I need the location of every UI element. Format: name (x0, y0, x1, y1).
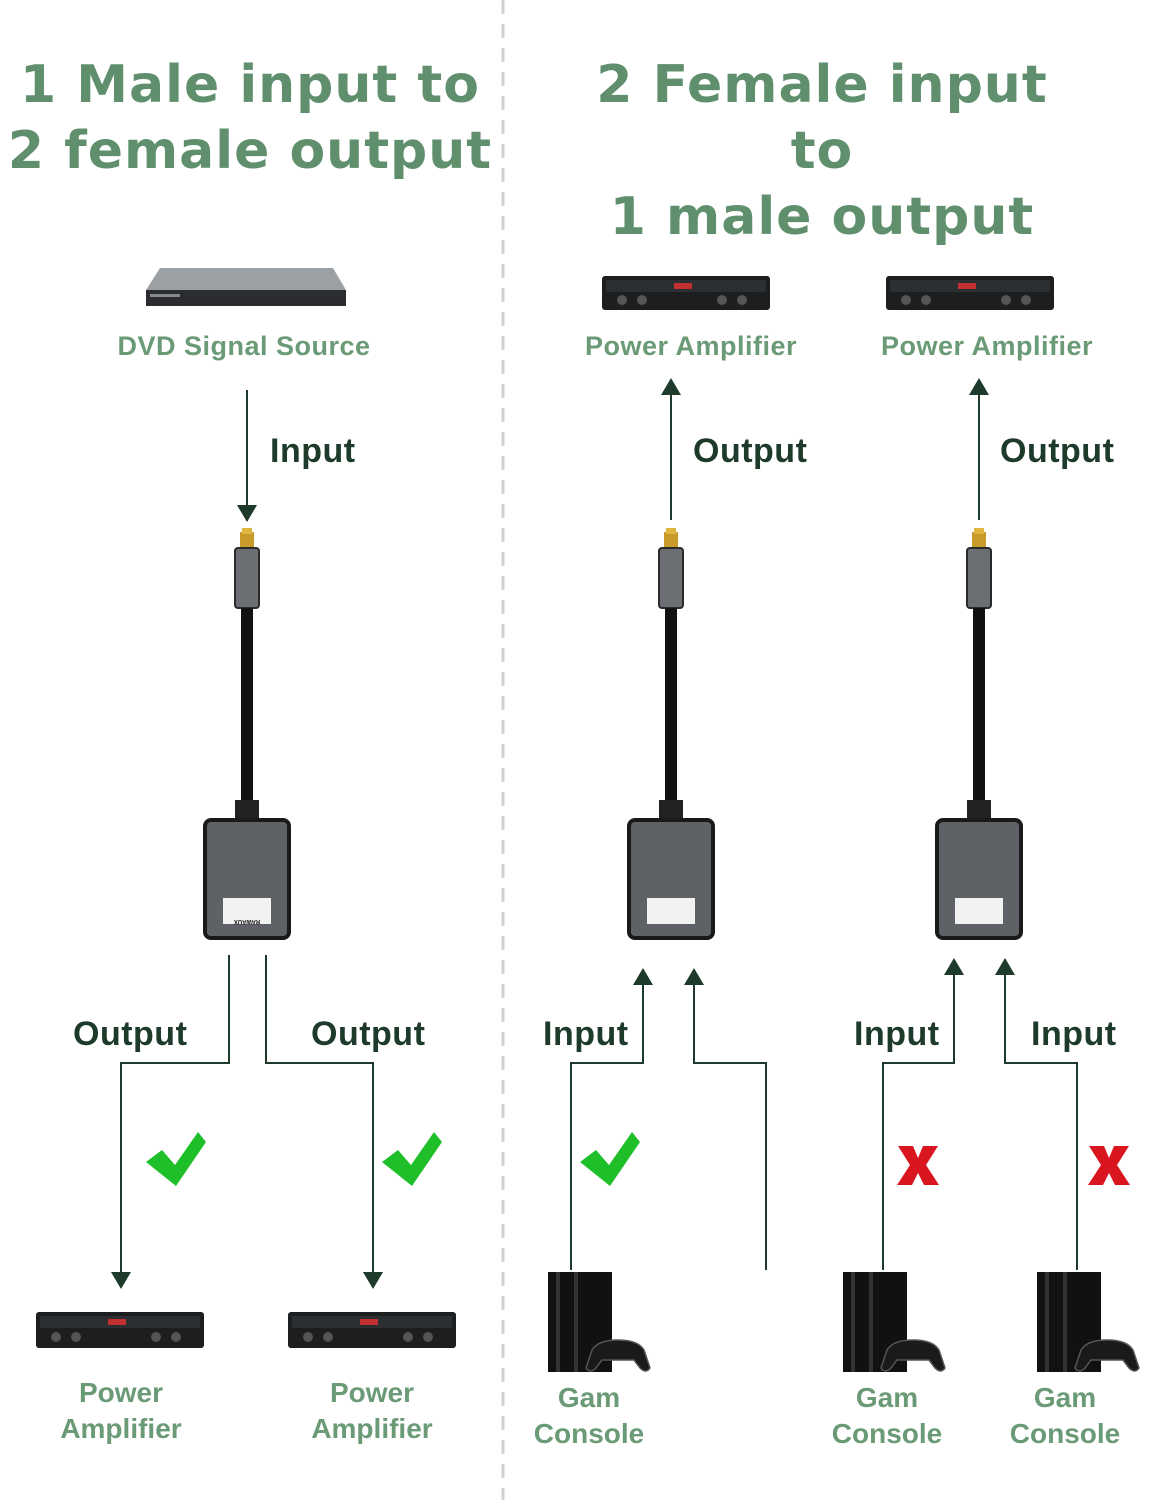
power-amplifier-icon (886, 276, 1054, 310)
dvd-player-icon (146, 268, 346, 306)
optical-splitter-icon (627, 528, 715, 940)
left-title-line1: 1 Male input to (20, 55, 480, 115)
game-console-icon (843, 1272, 946, 1372)
label-line: Amplifier (311, 1413, 433, 1444)
power-amplifier-label-b: Power Amplifier (880, 331, 1094, 361)
game-console-icon (548, 1272, 651, 1372)
right-title-line2: 1 male output (609, 187, 1035, 247)
label-line: Console (1009, 1418, 1121, 1449)
input-path-a1 (570, 985, 644, 1270)
svg-text:RAWAUX: RAWAUX (234, 918, 260, 924)
output-path-left (120, 955, 230, 1272)
input-path-b1 (882, 975, 955, 1270)
arrow-icon (661, 378, 681, 395)
check-icon (382, 1132, 442, 1186)
cross-icon (897, 1146, 939, 1185)
arrow-icon (363, 1272, 383, 1289)
power-amplifier-icon (602, 276, 770, 310)
game-console-label-c: Gam Console (990, 1380, 1140, 1452)
right-title: 2 Female input to 1 male output (572, 52, 1072, 250)
power-amplifier-label-a: Power Amplifier (584, 331, 798, 361)
arrow-icon (237, 505, 257, 522)
game-console-icon (1037, 1272, 1140, 1372)
label-line: Power (329, 1377, 415, 1408)
output-label-left: Output (73, 1015, 188, 1053)
input-path-a2 (693, 985, 767, 1270)
game-console-label-a: Gam Console (514, 1380, 664, 1452)
input-path-b2 (1004, 975, 1078, 1270)
input-label: Input (270, 432, 356, 470)
label-line: Gam (855, 1382, 919, 1413)
power-amplifier-icon (288, 1312, 456, 1348)
input-label-c: Input (1031, 1015, 1117, 1053)
power-amplifier-label-right: Power Amplifier (282, 1375, 462, 1447)
dvd-source-label: DVD Signal Source (117, 331, 371, 361)
output-label-b: Output (1000, 432, 1115, 470)
check-icon (580, 1132, 640, 1186)
optical-splitter-icon: RAWAUX (203, 528, 291, 940)
label-line: Gam (1033, 1382, 1097, 1413)
output-path-right (265, 955, 374, 1272)
right-title-line1: 2 Female input to (596, 55, 1048, 181)
output-label-right: Output (311, 1015, 426, 1053)
optical-splitter-icon (935, 528, 1023, 940)
cross-icon (1088, 1146, 1130, 1185)
input-label-b: Input (854, 1015, 940, 1053)
check-icon (146, 1132, 206, 1186)
arrow-icon (633, 968, 653, 985)
power-amplifier-label-left: Power Amplifier (31, 1375, 211, 1447)
label-line: Console (831, 1418, 943, 1449)
arrow-icon (995, 958, 1015, 975)
left-title-line2: 2 female output (7, 121, 493, 181)
arrow-icon (684, 968, 704, 985)
input-label-a: Input (543, 1015, 629, 1053)
label-line: Power (78, 1377, 164, 1408)
arrow-icon (944, 958, 964, 975)
arrow-icon (111, 1272, 131, 1289)
game-console-label-b: Gam Console (812, 1380, 962, 1452)
label-line: Gam (557, 1382, 621, 1413)
left-title: 1 Male input to 2 female output (0, 52, 500, 184)
label-line: Console (533, 1418, 645, 1449)
power-amplifier-icon (36, 1312, 204, 1348)
label-line: Amplifier (60, 1413, 182, 1444)
output-label-a: Output (693, 432, 808, 470)
arrow-icon (969, 378, 989, 395)
